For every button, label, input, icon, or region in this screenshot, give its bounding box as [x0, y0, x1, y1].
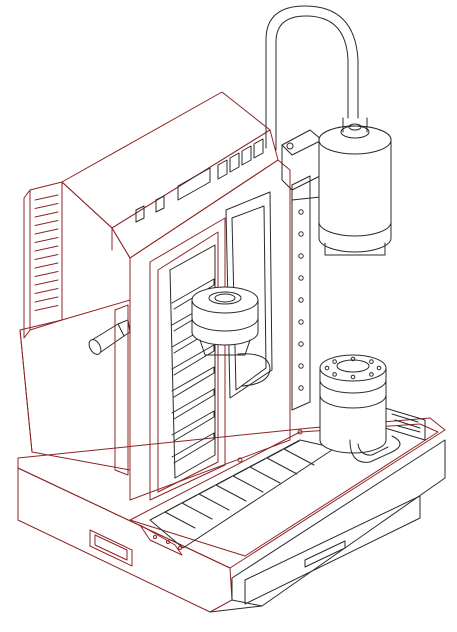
column-hole — [298, 275, 304, 281]
motor-assembly — [265, 5, 392, 256]
column-hole-row — [298, 209, 304, 391]
cup-bolt — [376, 365, 382, 371]
column-hole — [298, 231, 304, 237]
column-hole — [298, 253, 304, 259]
magazine-slat — [171, 410, 215, 442]
column-hole — [298, 385, 304, 391]
sample-cup — [319, 354, 401, 463]
vent-grille — [34, 194, 59, 311]
main-housing — [19, 91, 291, 501]
column-hole — [298, 319, 304, 325]
front-button — [217, 159, 228, 180]
vent-slot — [34, 211, 59, 218]
tray-slot — [266, 449, 298, 475]
cup-bolt-ring — [324, 356, 382, 380]
cup-bolt — [332, 372, 337, 377]
base-unit — [17, 417, 446, 613]
column-hole — [298, 363, 304, 369]
front-button — [253, 138, 264, 159]
cup-bolt — [369, 372, 374, 377]
column-hole — [298, 209, 304, 215]
tray-slot — [215, 476, 247, 502]
magazine-slat — [171, 366, 215, 398]
sample-magazine — [169, 244, 216, 479]
tray-slot — [249, 458, 281, 484]
front-button — [241, 145, 252, 166]
vent-slot — [34, 254, 59, 260]
vent-slot — [34, 220, 59, 226]
cup-bolt — [350, 356, 356, 362]
vent-slot — [34, 245, 59, 252]
vent-slot — [34, 271, 59, 277]
column-hole — [298, 341, 304, 347]
sample-tray — [139, 407, 426, 556]
cup-bolt — [350, 374, 356, 380]
vent-slot — [34, 194, 59, 201]
cup-bolt — [369, 359, 374, 364]
tray-slot-group — [164, 440, 315, 529]
column-hole — [298, 297, 304, 303]
vent-slot — [34, 228, 59, 235]
magazine-slat — [171, 388, 215, 420]
vent-slot — [34, 288, 59, 294]
measuring-head — [191, 286, 271, 387]
vent-slot — [34, 262, 59, 269]
tray-slot — [283, 440, 315, 466]
tray-slot — [198, 485, 230, 511]
vent-slot — [34, 296, 59, 303]
vent-slot — [34, 203, 59, 209]
tray-slot — [164, 503, 196, 529]
vent-slot — [34, 305, 59, 311]
tray-slot — [181, 494, 213, 520]
vent-slot — [34, 279, 59, 286]
cup-bolt — [332, 359, 337, 364]
tray-slot — [232, 467, 264, 493]
front-button-row — [217, 138, 264, 180]
magazine-slat — [171, 344, 215, 376]
magazine-slat — [171, 432, 215, 464]
vent-slot — [34, 237, 59, 243]
cup-bolt — [324, 365, 330, 371]
front-button — [229, 152, 240, 173]
